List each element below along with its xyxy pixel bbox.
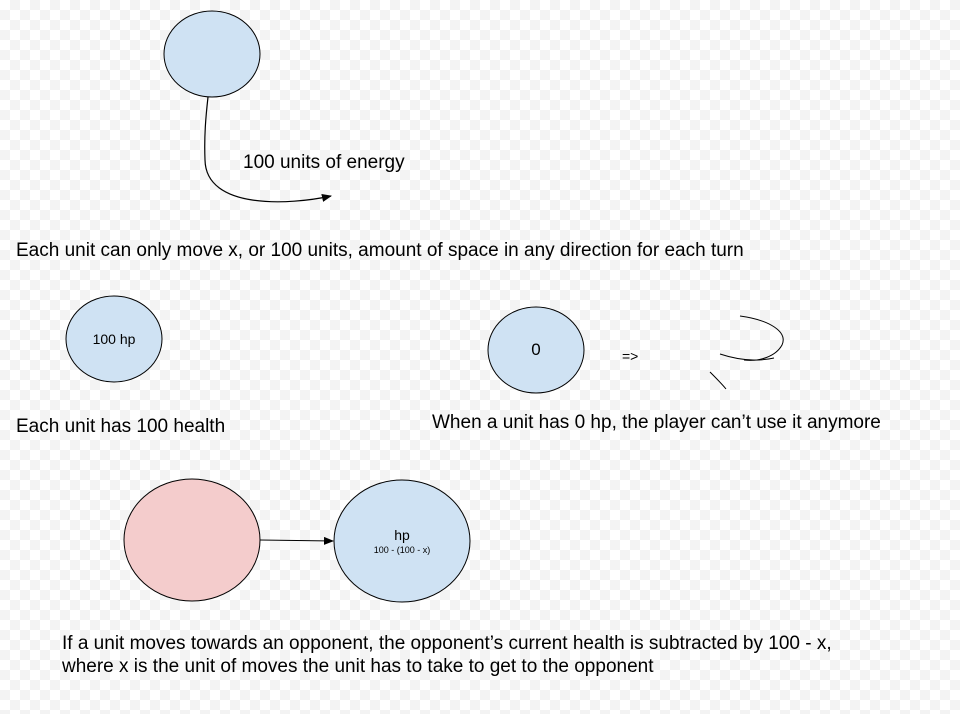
attack-caption-line-2: where x is the unit of moves the unit ha…: [62, 656, 654, 677]
death-caption: When a unit has 0 hp, the player can’t u…: [432, 412, 881, 433]
movement-curve-arrow: [204, 96, 332, 203]
health-unit-circle: [65, 295, 163, 383]
broken-unit-fragment-top: [739, 315, 784, 361]
broken-unit-fragment-middle: [719, 353, 775, 361]
attack-caption-line-1: If a unit moves towards an opponent, the…: [62, 633, 832, 654]
broken-unit-fragment-bottom: [709, 371, 727, 390]
target-hp-title: hp: [394, 527, 410, 543]
health-unit-label: 100 hp: [92, 331, 136, 347]
attacker-unit-circle: [123, 478, 261, 602]
attack-arrow: [259, 536, 334, 545]
energy-unit-circle: [163, 10, 261, 98]
target-hp-formula: 100 - (100 - x): [373, 545, 431, 555]
energy-label: 100 units of energy: [243, 152, 405, 173]
health-caption: Each unit has 100 health: [16, 416, 226, 437]
attack-caption: If a unit moves towards an opponent, the…: [62, 632, 832, 678]
transition-arrow-label: =>: [622, 348, 639, 364]
dead-unit-circle: [487, 306, 585, 394]
movement-caption: Each unit can only move x, or 100 units,…: [16, 240, 744, 261]
dead-unit-label: 0: [531, 340, 541, 359]
target-unit-circle: [333, 479, 471, 603]
